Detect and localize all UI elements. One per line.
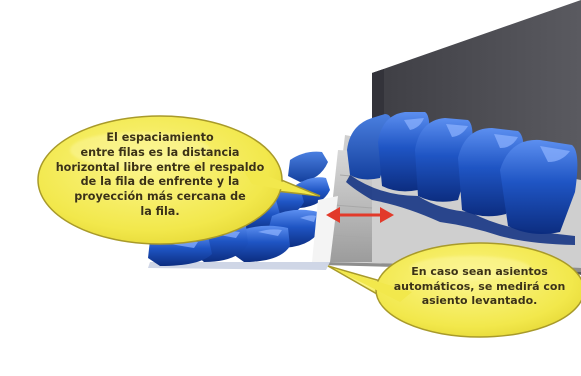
callout-automatic-seats-text: En caso sean asientos automáticos, se me… [393,265,566,308]
callout-row-spacing [37,115,321,245]
callout-row-spacing-text: El espaciamiento entre filas es la dista… [55,131,265,218]
upper-seat-row [346,112,578,245]
spacing-arrow [326,207,394,223]
callout-automatic-seats [327,242,581,338]
